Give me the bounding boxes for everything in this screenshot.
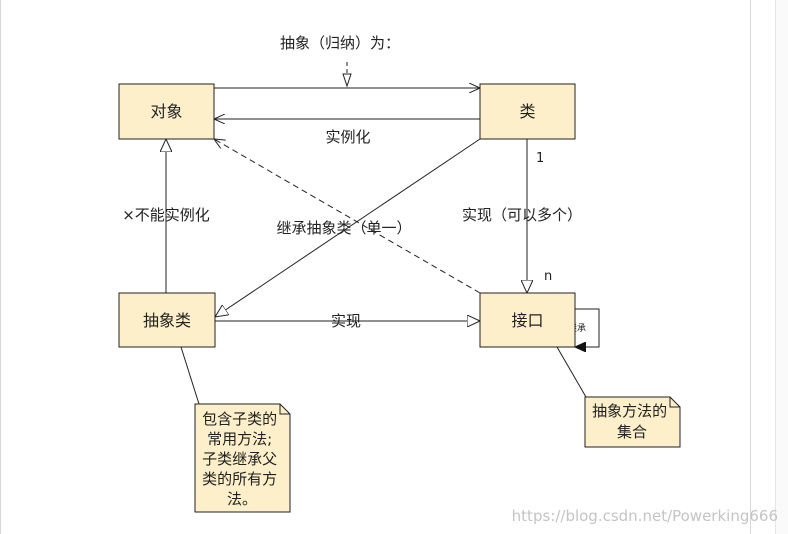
note-interface-line: 抽象方法的	[592, 402, 667, 420]
class-object-label: 对象	[150, 102, 182, 121]
label-cannot-instantiate: ×不能实例化	[122, 206, 210, 224]
note-abstract-line: 法。	[227, 490, 257, 508]
class-abstract[interactable]: 抽象类	[118, 292, 216, 348]
note-abstract-connector	[180, 346, 200, 405]
label-implement-multi: 实现（可以多个）	[462, 206, 582, 224]
right-border-outer	[775, 0, 776, 534]
note-abstract-line: 子类继承父	[202, 450, 277, 468]
svg-text:包含子类的 常用方法; 子类继承父: 包含子类的 常用方法; 子类继承父 类的所有方 法。	[202, 410, 282, 508]
label-multiplicity-one: 1	[536, 151, 544, 166]
svg-text:抽象方法的 集合: 抽象方法的 集合	[592, 402, 672, 441]
class-object[interactable]: 对象	[118, 83, 215, 140]
note-interface: 抽象方法的 集合	[584, 396, 681, 448]
left-border	[0, 0, 1, 534]
title-dash-arrow	[342, 73, 352, 88]
note-interface-line: 集合	[617, 423, 647, 441]
diagram-title: 抽象（归纳）为：	[280, 34, 400, 52]
label-multiplicity-n: n	[544, 269, 552, 284]
edge-interface-to-object-dashed	[214, 139, 481, 294]
label-implement: 实现	[331, 312, 361, 330]
note-abstract: 包含子类的 常用方法; 子类继承父 类的所有方 法。	[194, 403, 291, 513]
note-abstract-line: 包含子类的	[202, 410, 277, 428]
right-gutter	[776, 0, 788, 534]
right-border	[750, 0, 751, 534]
note-abstract-line: 常用方法;	[207, 430, 272, 448]
class-abstract-label: 抽象类	[143, 311, 191, 330]
edge-interface-self-loop	[575, 308, 600, 347]
note-interface-connector	[556, 346, 587, 398]
class-interface[interactable]: 接口	[479, 292, 576, 348]
label-inherit-abstract: 继承抽象类（单一）	[276, 219, 411, 237]
edge-class-to-abstract	[215, 138, 481, 317]
watermark: https://blog.csdn.net/Powerking666	[512, 507, 778, 525]
note-abstract-line: 类的所有方	[202, 470, 277, 488]
label-instantiate: 实例化	[325, 128, 370, 146]
class-class-label: 类	[519, 102, 535, 121]
class-class[interactable]: 类	[479, 83, 576, 140]
class-interface-label: 接口	[511, 311, 543, 330]
